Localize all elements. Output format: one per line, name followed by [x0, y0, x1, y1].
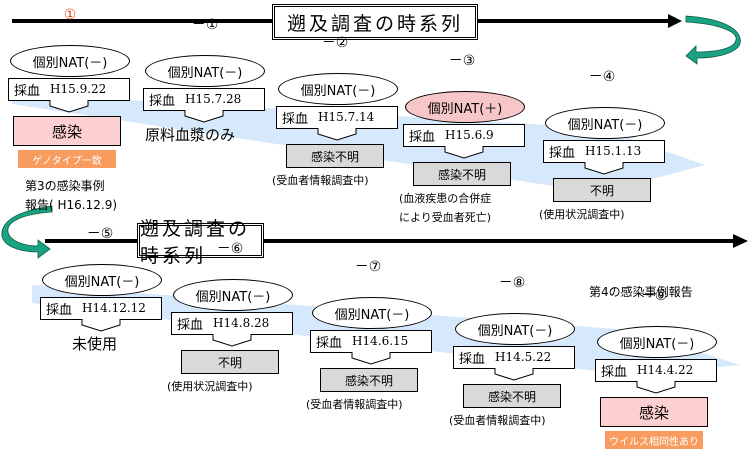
- result-note: により受血者死亡): [399, 211, 492, 224]
- nat-test-oval: 個別NAT(－): [10, 45, 130, 77]
- result-note: (血液疾患の合併症: [399, 192, 492, 205]
- sequence-label: －②: [321, 35, 349, 51]
- blood-draw-label: 採血: [549, 145, 576, 161]
- sequence-label: －⑨: [640, 288, 668, 304]
- nat-test-oval: 個別NAT(－): [173, 279, 293, 311]
- blood-draw-label: 採血: [601, 364, 628, 380]
- blood-draw-date: H15.7.28: [185, 92, 242, 106]
- result-tag: ゲノタイプ一致: [18, 150, 116, 168]
- blood-draw-callout: 採血 H15.1.13: [543, 140, 665, 176]
- nat-test-oval: 個別NAT(－): [278, 73, 398, 105]
- sequence-label: －④: [588, 69, 616, 85]
- sequence-label: －⑦: [354, 259, 382, 275]
- nat-test-oval: 個別NAT(－): [597, 326, 717, 358]
- timeline-arrowhead-top: [668, 14, 682, 28]
- result-note: (使用状況調査中): [539, 208, 625, 221]
- blood-draw-callout: 採血 H15.7.14: [276, 106, 398, 142]
- sequence-label: －⑤: [86, 226, 114, 242]
- blood-draw-label: 採血: [149, 93, 176, 109]
- result-unknown-box: 感染不明: [413, 162, 511, 186]
- blood-draw-label: 採血: [14, 83, 41, 99]
- blood-draw-date: H14.6.15: [352, 334, 409, 348]
- sequence-label: －⑥: [216, 241, 244, 257]
- blood-draw-text: 採血 H15.7.14: [276, 106, 398, 128]
- result-infected-box: 感染: [600, 397, 708, 427]
- nat-test-oval: 個別NAT(－): [455, 313, 575, 345]
- blood-draw-text: 採血 H14.6.15: [310, 330, 432, 352]
- blood-draw-text: 採血 H15.9.22: [8, 78, 130, 100]
- blood-draw-date: H14.12.12: [82, 301, 146, 315]
- sequence-label: －⑧: [498, 275, 526, 291]
- blood-draw-date: H14.4.22: [637, 363, 694, 377]
- blood-draw-callout: 採血 H15.6.9: [403, 124, 525, 160]
- blood-draw-label: 採血: [316, 335, 343, 351]
- result-label: 原料血漿のみ: [145, 126, 236, 144]
- result-unknown-box: 感染不明: [320, 368, 418, 392]
- blood-draw-text: 採血 H14.4.22: [595, 359, 717, 381]
- result-note: (受血者情報調査中): [306, 398, 403, 411]
- result-unknown-box: 感染不明: [463, 384, 561, 408]
- blood-draw-date: H15.7.14: [318, 110, 375, 124]
- blood-draw-date: H14.8.28: [213, 316, 270, 330]
- blood-draw-label: 採血: [282, 111, 309, 127]
- blood-draw-text: 採血 H15.7.28: [143, 88, 265, 110]
- blood-draw-date: H14.5.22: [495, 350, 552, 364]
- nat-test-oval: 個別NAT(－): [312, 297, 432, 329]
- result-infected-box: 感染: [13, 116, 121, 146]
- blood-draw-text: 採血 H14.5.22: [453, 346, 575, 368]
- blood-draw-callout: 採血 H15.9.22: [8, 78, 130, 114]
- blood-draw-callout: 採血 H14.5.22: [453, 346, 575, 382]
- timeline-title-top: 遡及調査の時系列: [272, 4, 478, 40]
- report-line: 第4の感染事例報告: [589, 285, 693, 299]
- blood-draw-text: 採血 H15.6.9: [403, 124, 525, 146]
- report-label-3: 第3の感染事例 報告( H16.12.9): [25, 177, 117, 215]
- blood-draw-callout: 採血 H14.4.22: [595, 359, 717, 395]
- blood-draw-date: H15.1.13: [585, 144, 642, 158]
- nat-test-oval: 個別NAT(－): [545, 107, 665, 139]
- result-unknown-box: 不明: [553, 178, 651, 202]
- blood-draw-date: H15.6.9: [445, 128, 494, 142]
- nat-test-oval: 個別NAT(－): [42, 264, 162, 296]
- report-label-4: 第4の感染事例報告: [589, 283, 693, 302]
- blood-draw-callout: 採血 H14.6.15: [310, 330, 432, 366]
- blood-draw-callout: 採血 H14.12.12: [40, 297, 162, 333]
- blood-draw-label: 採血: [46, 302, 73, 318]
- result-note: (使用状況調査中): [167, 380, 253, 393]
- timeline-band-top: [12, 93, 705, 193]
- result-unknown-box: 不明: [181, 350, 279, 374]
- report-line: 第3の感染事例: [25, 179, 105, 193]
- result-note: (受血者情報調査中): [272, 174, 369, 187]
- result-label: 未使用: [72, 335, 118, 353]
- turn-arrow-left-icon: [1, 205, 53, 259]
- blood-draw-text: 採血 H14.8.28: [171, 312, 293, 334]
- blood-draw-callout: 採血 H14.8.28: [171, 312, 293, 348]
- sequence-label: －①: [191, 17, 219, 33]
- blood-draw-callout: 採血 H15.7.28: [143, 88, 265, 124]
- nat-test-oval: 個別NAT(＋): [405, 91, 525, 123]
- blood-draw-label: 採血: [409, 129, 436, 145]
- blood-draw-label: 採血: [177, 317, 204, 333]
- timeline-title-bottom: 遡及調査の時系列: [137, 218, 264, 267]
- blood-draw-text: 採血 H14.12.12: [40, 297, 162, 319]
- result-note: (受血者情報調査中): [449, 414, 546, 427]
- sequence-label: ①: [63, 7, 77, 23]
- result-tag: ウイルス相同性あり: [605, 431, 703, 449]
- turn-arrow-right-icon: [685, 15, 741, 65]
- nat-test-oval: 個別NAT(－): [145, 55, 265, 87]
- blood-draw-label: 採血: [459, 351, 486, 367]
- result-unknown-box: 感染不明: [286, 144, 384, 168]
- timeline-arrowhead-bottom: [733, 234, 748, 248]
- report-line: 報告( H16.12.9): [25, 198, 118, 212]
- blood-draw-date: H15.9.22: [50, 82, 107, 96]
- sequence-label: －③: [448, 53, 476, 69]
- blood-draw-text: 採血 H15.1.13: [543, 140, 665, 162]
